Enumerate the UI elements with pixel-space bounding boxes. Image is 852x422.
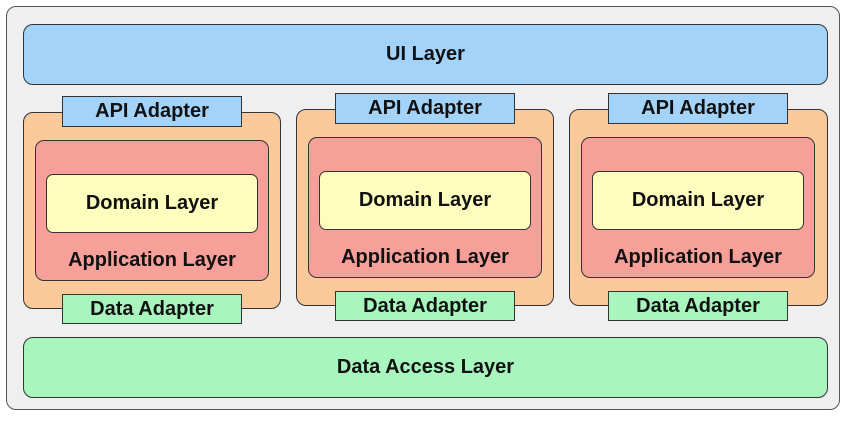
ui-layer-label: UI Layer: [386, 43, 465, 65]
data-adapter-2: Data Adapter: [335, 291, 515, 321]
domain-layer-label-1: Domain Layer: [85, 192, 219, 214]
data-access-layer-label: Data Access Layer: [336, 356, 515, 378]
data-adapter-3: Data Adapter: [608, 291, 788, 321]
domain-layer-label-3: Domain Layer: [631, 189, 765, 211]
application-layer-label-3: Application Layer: [614, 246, 782, 268]
data-adapter-label-1: Data Adapter: [90, 297, 214, 320]
domain-layer-label-2: Domain Layer: [358, 189, 492, 211]
api-adapter-label-1: API Adapter: [95, 100, 209, 122]
data-adapter-label-2: Data Adapter: [363, 294, 487, 317]
api-adapter-1: API Adapter: [62, 96, 242, 127]
ui-layer: UI Layer: [23, 24, 828, 85]
application-layer-label-1: Application Layer: [68, 249, 236, 271]
data-adapter-label-3: Data Adapter: [636, 294, 760, 317]
api-adapter-2: API Adapter: [335, 93, 515, 124]
application-layer-label-2: Application Layer: [341, 246, 509, 268]
domain-layer-2: Domain Layer: [319, 171, 531, 230]
domain-layer-3: Domain Layer: [592, 171, 804, 230]
data-access-layer: Data Access Layer: [23, 337, 828, 398]
data-adapter-1: Data Adapter: [62, 294, 242, 324]
api-adapter-label-2: API Adapter: [368, 97, 482, 119]
api-adapter-3: API Adapter: [608, 93, 788, 124]
api-adapter-label-3: API Adapter: [641, 97, 755, 119]
domain-layer-1: Domain Layer: [46, 174, 258, 233]
